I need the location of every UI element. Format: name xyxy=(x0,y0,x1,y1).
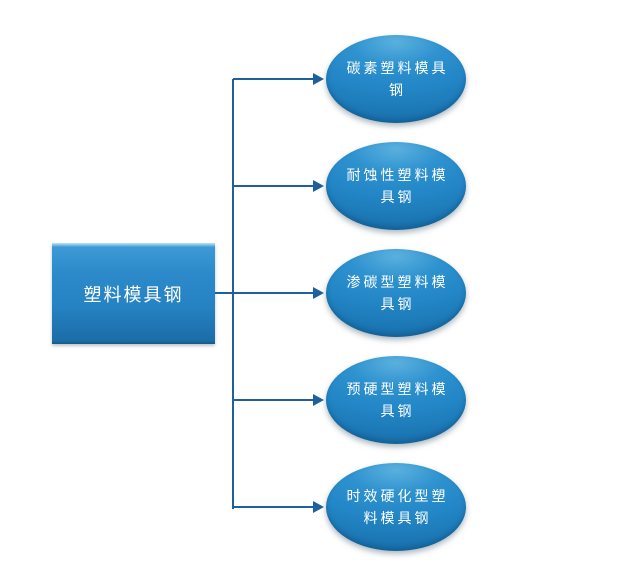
arrow-head-icon xyxy=(313,501,324,513)
child-node-age-hardening-plastic-mold-steel[interactable]: 时效硬化型塑 料模具钢 xyxy=(326,463,466,551)
node-label-line: 具钢 xyxy=(380,296,415,312)
arrow-head-icon xyxy=(313,73,324,85)
connector-branch-root xyxy=(215,292,315,294)
root-node-plastic-mold-steel[interactable]: 塑料模具钢 xyxy=(52,243,215,344)
child-node-prehardened-plastic-mold-steel[interactable]: 预硬型塑料模 具钢 xyxy=(326,356,466,444)
arrow-head-icon xyxy=(313,394,324,406)
root-node-label: 塑料模具钢 xyxy=(83,284,184,305)
child-node-carbon-plastic-mold-steel[interactable]: 碳素塑料模具 钢 xyxy=(326,35,466,123)
connector-branch-5 xyxy=(233,506,315,508)
node-label-line: 渗碳型塑料模 xyxy=(346,274,449,290)
connector-branch-1 xyxy=(233,78,315,80)
child-node-carburized-plastic-mold-steel[interactable]: 渗碳型塑料模 具钢 xyxy=(326,249,466,337)
node-label-line: 预硬型塑料模 xyxy=(346,381,449,397)
child-node-corrosion-resistant-plastic-mold-steel[interactable]: 耐蚀性塑料模 具钢 xyxy=(326,142,466,230)
connector-trunk xyxy=(232,79,234,509)
node-label-line: 时效硬化型塑 xyxy=(346,488,449,504)
node-label-line: 具钢 xyxy=(380,403,415,419)
connector-branch-4 xyxy=(233,399,315,401)
node-label-line: 料模具钢 xyxy=(363,510,432,526)
node-label-line: 具钢 xyxy=(380,189,415,205)
arrow-head-icon xyxy=(313,287,324,299)
connector-branch-2 xyxy=(233,185,315,187)
node-label-line: 钢 xyxy=(389,82,406,98)
arrow-head-icon xyxy=(313,180,324,192)
node-label-line: 耐蚀性塑料模 xyxy=(346,167,449,183)
node-label-line: 碳素塑料模具 xyxy=(346,60,449,76)
